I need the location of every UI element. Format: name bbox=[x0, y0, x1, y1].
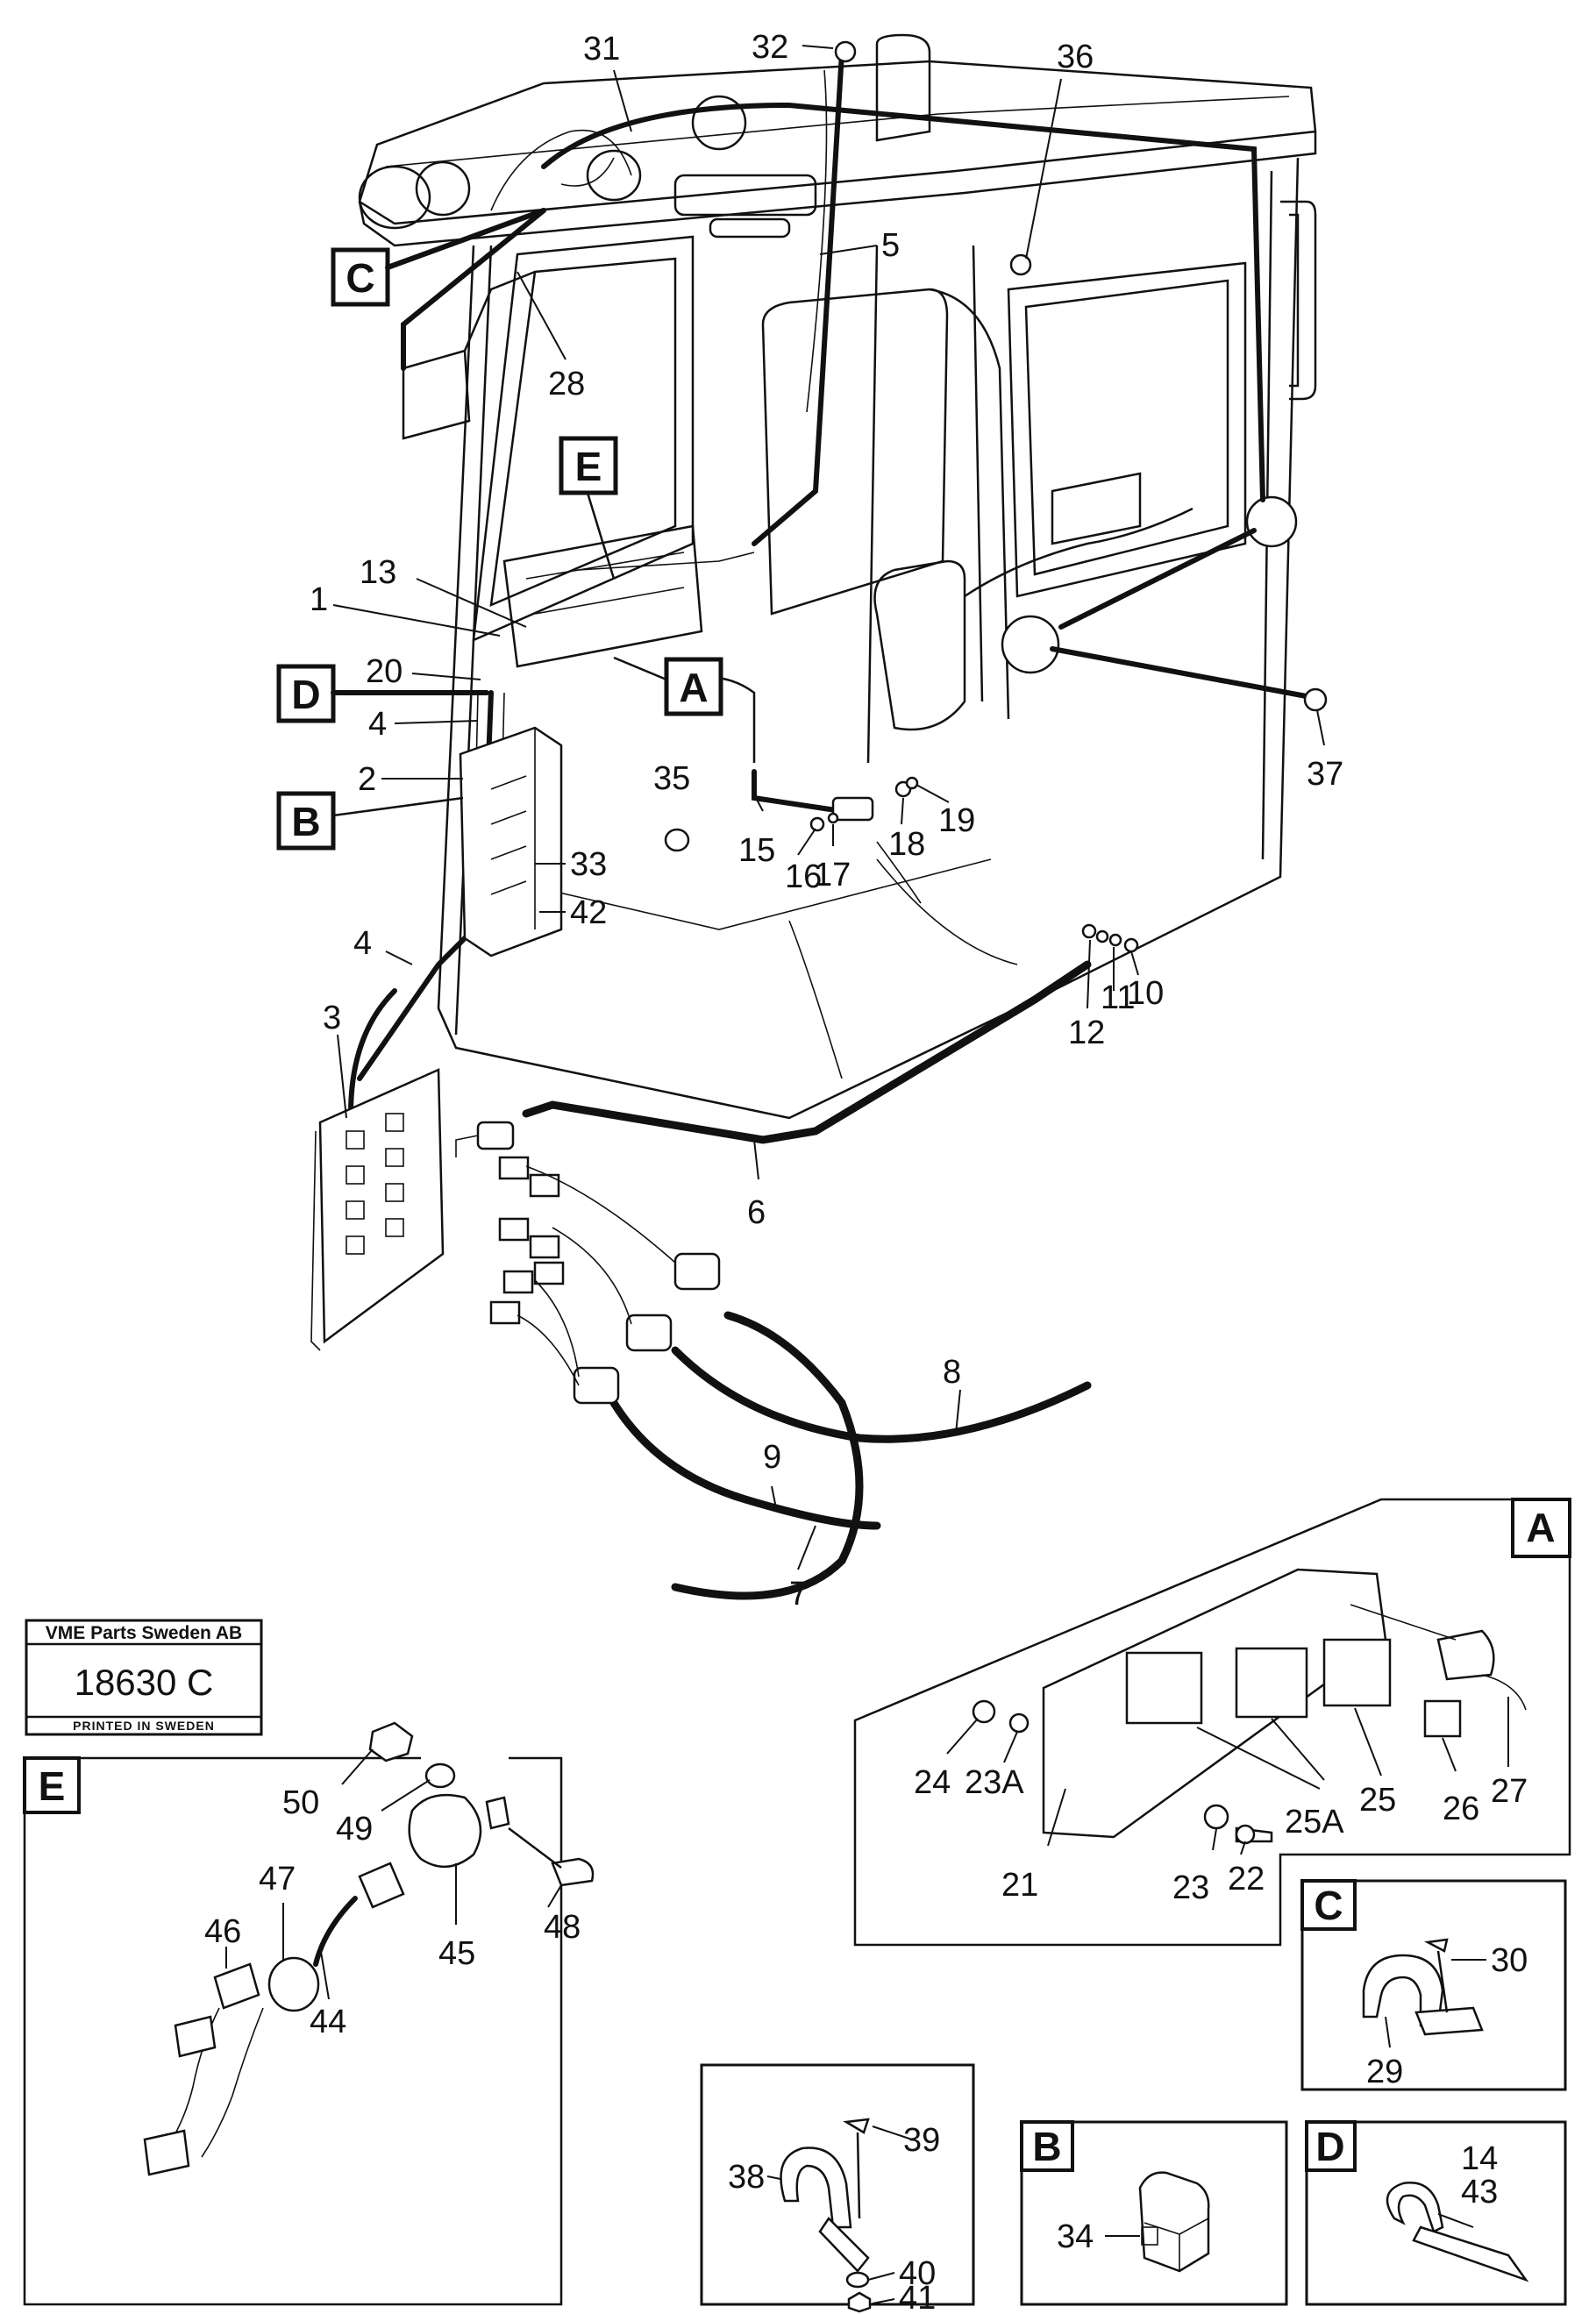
label-4-top: 4 bbox=[368, 706, 387, 743]
label-2: 2 bbox=[358, 761, 376, 798]
label-20: 20 bbox=[366, 653, 403, 690]
label-16: 16 bbox=[785, 858, 822, 895]
label-10: 10 bbox=[1127, 975, 1164, 1012]
part-stamp: VME Parts Sweden AB 18630 C PRINTED IN S… bbox=[25, 1619, 263, 1736]
label-27: 27 bbox=[1491, 1773, 1528, 1810]
label-4-bottom: 4 bbox=[353, 925, 372, 962]
panel-b: B 34 bbox=[1020, 2120, 1288, 2306]
panel-c: C 30 29 bbox=[1300, 1879, 1567, 2091]
panel-d-label: D bbox=[1315, 2124, 1344, 2169]
label-43: 43 bbox=[1461, 2174, 1498, 2211]
label-46: 46 bbox=[204, 1913, 241, 1950]
label-21: 21 bbox=[1001, 1867, 1038, 1904]
panel-e: E 50 49 48 45 47 46 44 bbox=[23, 1721, 595, 2306]
panel-a: A 24 23A 21 23 22 25A 25 26 27 bbox=[853, 1498, 1571, 1947]
stamp-printed: PRINTED IN SWEDEN bbox=[73, 1719, 215, 1733]
panel-b-label: B bbox=[1032, 2124, 1061, 2169]
label-44: 44 bbox=[310, 2004, 346, 2040]
label-28: 28 bbox=[548, 366, 585, 402]
callout-a: A bbox=[613, 656, 723, 716]
label-19: 19 bbox=[938, 802, 975, 839]
label-14: 14 bbox=[1461, 2140, 1498, 2177]
label-12: 12 bbox=[1068, 1015, 1105, 1051]
label-26: 26 bbox=[1443, 1791, 1479, 1827]
label-15: 15 bbox=[738, 832, 775, 869]
panel-d: D 14 43 bbox=[1305, 2120, 1567, 2306]
label-41: 41 bbox=[899, 2280, 936, 2314]
label-24: 24 bbox=[914, 1764, 951, 1801]
main-labels: 31 32 36 5 28 13 1 20 4 2 33 42 4 3 35 1… bbox=[310, 29, 1343, 1613]
cab-small-parts bbox=[664, 40, 1139, 953]
label-25A: 25A bbox=[1285, 1804, 1344, 1841]
stamp-number: 18630 C bbox=[75, 1662, 214, 1703]
label-31: 31 bbox=[583, 31, 620, 68]
label-23A: 23A bbox=[965, 1764, 1024, 1801]
label-11: 11 bbox=[1101, 979, 1135, 1016]
label-38: 38 bbox=[728, 2159, 765, 2196]
panel-c-label: C bbox=[1314, 1883, 1343, 1928]
fuse-box bbox=[459, 726, 563, 958]
callout-a-label: A bbox=[679, 665, 708, 710]
label-34: 34 bbox=[1057, 2218, 1094, 2255]
label-36: 36 bbox=[1057, 39, 1094, 75]
callout-b-label: B bbox=[291, 799, 320, 844]
panel-clamp: 39 38 40 41 bbox=[700, 2063, 975, 2314]
label-3: 3 bbox=[323, 1000, 341, 1036]
label-5: 5 bbox=[881, 227, 900, 264]
label-35: 35 bbox=[653, 760, 690, 797]
cab-drawing bbox=[358, 33, 1328, 1120]
label-32: 32 bbox=[752, 29, 788, 66]
label-45: 45 bbox=[438, 1935, 475, 1972]
label-23: 23 bbox=[1172, 1869, 1209, 1906]
callout-d-label: D bbox=[291, 672, 320, 717]
label-42: 42 bbox=[570, 894, 607, 931]
label-48: 48 bbox=[544, 1909, 581, 1946]
label-6: 6 bbox=[747, 1194, 766, 1231]
label-39: 39 bbox=[903, 2122, 940, 2159]
label-49: 49 bbox=[336, 1811, 373, 1848]
switch-panel bbox=[310, 1068, 445, 1351]
callout-e: E bbox=[559, 436, 618, 580]
label-47: 47 bbox=[259, 1861, 296, 1897]
panel-a-label: A bbox=[1526, 1505, 1555, 1550]
label-37: 37 bbox=[1307, 756, 1343, 793]
callout-d: D bbox=[276, 664, 489, 723]
label-8: 8 bbox=[943, 1354, 961, 1391]
label-25: 25 bbox=[1359, 1782, 1396, 1819]
label-30: 30 bbox=[1491, 1942, 1528, 1979]
label-7: 7 bbox=[789, 1576, 808, 1613]
label-17: 17 bbox=[814, 857, 851, 894]
panel-e-label: E bbox=[39, 1763, 66, 1809]
label-40: 40 bbox=[899, 2255, 936, 2292]
label-1: 1 bbox=[310, 581, 328, 618]
label-9: 9 bbox=[763, 1439, 781, 1476]
label-22: 22 bbox=[1228, 1861, 1265, 1897]
stamp-company: VME Parts Sweden AB bbox=[46, 1623, 242, 1643]
label-18: 18 bbox=[888, 826, 925, 863]
callout-e-label: E bbox=[575, 444, 602, 489]
label-50: 50 bbox=[282, 1784, 319, 1821]
label-33: 33 bbox=[570, 846, 607, 883]
callout-c-label: C bbox=[346, 255, 374, 301]
label-29: 29 bbox=[1366, 2054, 1403, 2090]
label-13: 13 bbox=[360, 554, 396, 591]
callout-b: B bbox=[276, 791, 464, 851]
callout-c: C bbox=[331, 208, 546, 307]
